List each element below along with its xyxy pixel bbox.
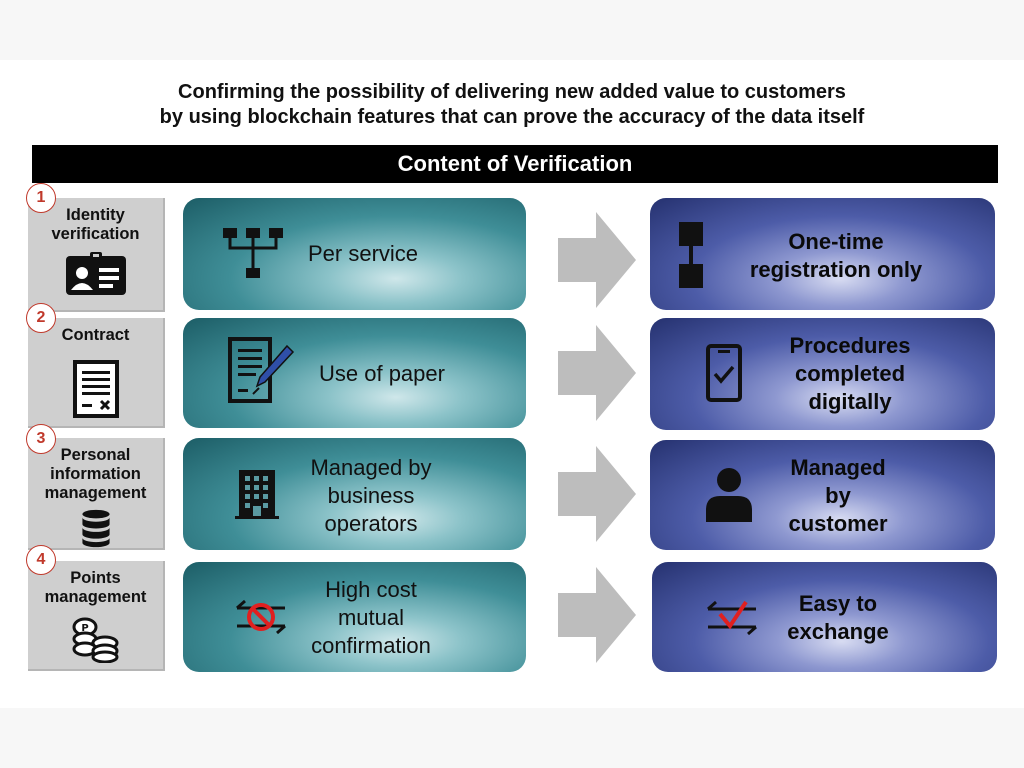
smartphone-check-icon (706, 344, 742, 402)
row-2-before-text: Use of paper (319, 360, 445, 388)
row-2-after-line-3: digitally (808, 389, 892, 414)
exchange-prohibited-icon (236, 599, 286, 635)
headline-line-2: by using blockchain features that can pr… (159, 106, 865, 128)
verification-title: Content of Verification (397, 151, 633, 176)
row-3-before-line-2: business (327, 483, 415, 508)
document-icon (72, 360, 119, 418)
row-3-after-box: Managed by customer (650, 440, 995, 550)
row-4-label: Points management (45, 569, 147, 607)
database-icon (81, 509, 110, 548)
row-1-number-badge: 1 (26, 183, 56, 213)
row-2-after-line-1: Procedures (789, 333, 911, 358)
row-1-after-box: One-time registration only (650, 198, 995, 310)
row-3-before-line-3: operators (324, 511, 418, 536)
row-3-label-box: Personal information management (28, 438, 165, 550)
hierarchy-icon (223, 228, 283, 278)
row-3-label: Personal information management (45, 446, 147, 503)
row-2-after-box: Procedures completed digitally (650, 318, 995, 430)
coins-icon: P (72, 617, 118, 663)
row-4-label-box: Points management P (28, 561, 165, 671)
row-3-label-line-1: Personal (60, 446, 131, 464)
row-1-after-line-2: registration only (749, 257, 923, 282)
paper-signing-icon (228, 337, 295, 403)
row-2-before-line-1: Use of paper (319, 361, 445, 386)
row-3-after-line-3: customer (788, 511, 888, 536)
row-4-label-line-1: Points (70, 569, 121, 587)
row-4-after-box: Easy to exchange (652, 562, 997, 672)
svg-text:P: P (81, 623, 88, 634)
row-4-after-text: Easy to exchange (770, 590, 906, 646)
person-icon (706, 468, 752, 522)
row-4-before-box: High cost mutual confirmation (183, 562, 526, 672)
row-4-before-line-3: confirmation (311, 633, 431, 658)
row-2-label: Contract (62, 326, 130, 345)
bottom-band (0, 708, 1024, 768)
row-2-after-text: Procedures completed digitally (770, 332, 930, 416)
id-card-icon (65, 252, 126, 295)
row-1-after-text: One-time registration only (736, 228, 936, 284)
row-4-before-line-2: mutual (337, 605, 405, 630)
row-2-label-line-1: Contract (61, 326, 130, 344)
row-4-after-line-1: Easy to (798, 591, 878, 616)
row-3-arrow-icon (558, 446, 636, 542)
row-1-before-text: Per service (308, 240, 418, 268)
office-building-icon (235, 470, 279, 519)
row-1-arrow-icon (558, 212, 636, 308)
row-4-label-line-2: management (44, 588, 147, 606)
row-2-arrow-icon (558, 325, 636, 421)
row-2-before-box: Use of paper (183, 318, 526, 428)
row-1-label: Identity verification (51, 206, 139, 244)
row-1-before-line-1: Per service (308, 241, 419, 266)
row-1-label-line-2: verification (51, 225, 140, 243)
row-3-before-box: Managed by business operators (183, 438, 526, 550)
row-3-label-line-3: management (44, 484, 147, 502)
row-1-label-box: Identity verification (28, 198, 165, 312)
row-3-number-badge: 3 (26, 424, 56, 454)
row-3-after-text: Managed by customer (768, 454, 908, 538)
row-4-before-text: High cost mutual confirmation (291, 576, 451, 660)
top-band (0, 0, 1024, 60)
row-3-before-text: Managed by business operators (291, 454, 451, 538)
row-4-number-badge: 4 (26, 545, 56, 575)
row-4-arrow-icon (558, 567, 636, 663)
row-2-label-box: Contract (28, 318, 165, 428)
row-1-after-line-1: One-time (788, 229, 884, 254)
row-1-label-line-1: Identity (66, 206, 125, 224)
row-3-after-line-2: by (825, 483, 851, 508)
row-4-before-line-1: High cost (325, 577, 417, 602)
row-2-after-line-2: completed (794, 361, 906, 386)
row-3-before-line-1: Managed by (310, 455, 432, 480)
linked-blocks-icon (679, 222, 703, 288)
row-2-number-badge: 2 (26, 303, 56, 333)
row-4-after-line-2: exchange (787, 619, 889, 644)
headline: Confirming the possibility of delivering… (0, 80, 1024, 130)
row-3-after-line-1: Managed (790, 455, 886, 480)
exchange-check-icon (707, 600, 757, 636)
headline-line-1: Confirming the possibility of delivering… (178, 81, 846, 103)
row-1-before-box: Per service (183, 198, 526, 310)
row-3-label-line-2: information (50, 465, 141, 483)
verification-title-bar: Content of Verification (32, 145, 998, 183)
